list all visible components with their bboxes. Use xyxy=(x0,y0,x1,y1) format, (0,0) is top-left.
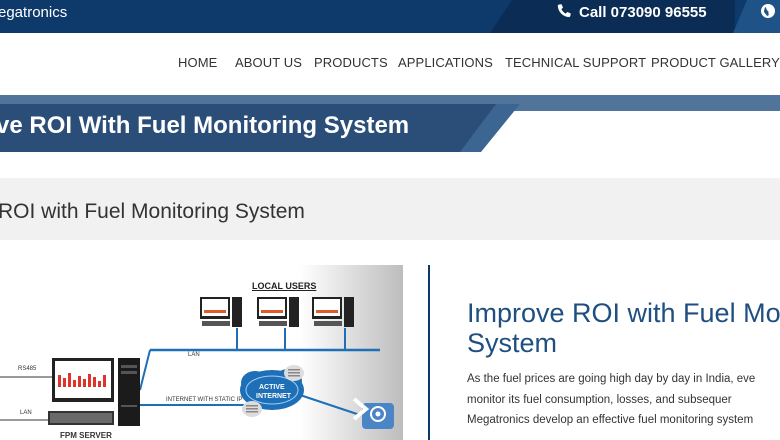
page-heading: ROI with Fuel Monitoring System xyxy=(0,200,305,223)
rs485-label: RS485 xyxy=(18,366,37,372)
article-line-2: monitor its fuel consumption, losses, an… xyxy=(467,393,732,406)
banner-title: ve ROI With Fuel Monitoring System xyxy=(0,112,410,139)
local-user-computer-1 xyxy=(200,297,242,327)
fpm-server-computer xyxy=(48,358,140,426)
nav-product-gallery[interactable]: PRODUCT GALLERY xyxy=(651,55,780,70)
nav-technical-support[interactable]: TECHNICAL SUPPORT xyxy=(505,55,647,70)
nav-applications[interactable]: APPLICATIONS xyxy=(398,55,493,70)
active-internet-cloud xyxy=(240,365,304,417)
content-divider xyxy=(428,265,430,440)
phone-icon xyxy=(557,4,571,18)
network-diagram: RS485 LAN LAN INTERNET WITH STATIC IP AC… xyxy=(0,265,403,440)
brand-name[interactable]: egatronics xyxy=(0,4,68,21)
lan-to-server xyxy=(139,349,151,391)
nav-about-us[interactable]: ABOUT US xyxy=(235,55,303,70)
chevron-right-icon[interactable] xyxy=(350,397,370,421)
internet-to-mail xyxy=(299,394,361,416)
nav-home[interactable]: HOME xyxy=(178,55,218,70)
internet-label: INTERNET WITH STATIC IP xyxy=(166,397,243,403)
server-label: FPM SERVER xyxy=(60,431,112,440)
main-nav: HOME ABOUT US PRODUCTS APPLICATIONS TECH… xyxy=(0,55,780,73)
cloud-label-line-1: ACTIVE xyxy=(259,384,285,391)
article-title: Improve ROI with Fuel Mo System xyxy=(467,298,780,358)
local-user-computer-3 xyxy=(312,297,354,327)
cloud-label-line-2: INTERNET xyxy=(256,393,291,400)
heading-band xyxy=(0,178,780,240)
article-body: As the fuel prices are going high day by… xyxy=(467,369,780,431)
lan-top-label: LAN xyxy=(188,352,200,358)
local-users-label: LOCAL USERS xyxy=(252,281,317,291)
network-diagram-drawing xyxy=(0,297,394,429)
call-number-link[interactable]: Call 073090 96555 xyxy=(579,4,707,21)
globe-icon[interactable] xyxy=(760,3,776,19)
nav-products[interactable]: PRODUCTS xyxy=(314,55,388,70)
lan-left-label: LAN xyxy=(20,410,32,416)
email-icon xyxy=(362,403,394,429)
article-line-3: Megatronics develop an effective fuel mo… xyxy=(467,414,754,426)
article-line-1: As the fuel prices are going high day by… xyxy=(467,373,756,385)
local-user-computer-2 xyxy=(257,297,299,327)
call-bar xyxy=(490,0,735,33)
banner-title-background xyxy=(0,104,500,152)
